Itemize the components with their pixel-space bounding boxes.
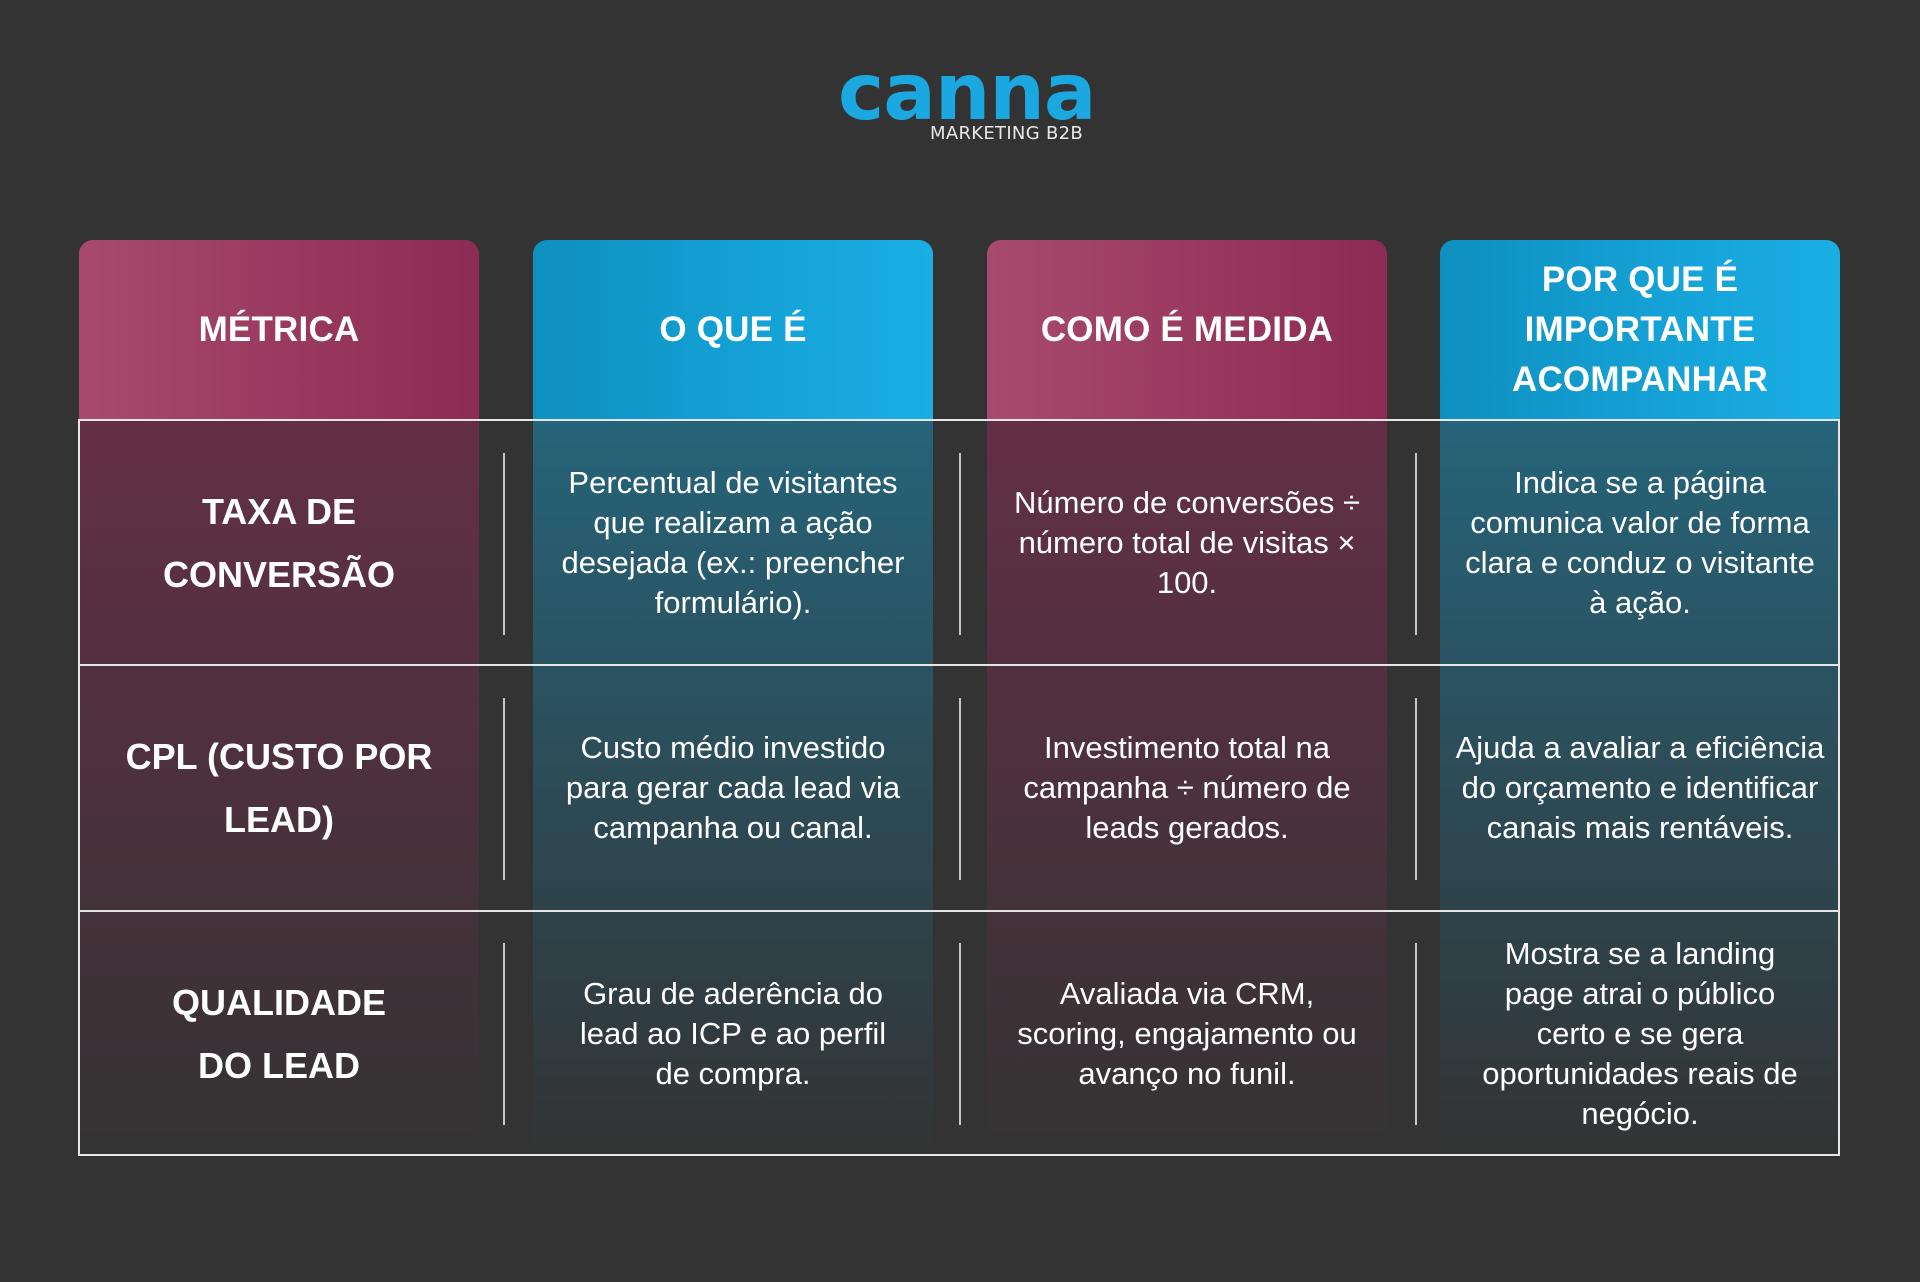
column-divider: [959, 698, 961, 880]
how-cell: Número de conversões ÷ número total de v…: [1013, 484, 1361, 600]
why-cell: Indica se a página comunica valor de for…: [1465, 464, 1815, 620]
column-divider: [1415, 943, 1417, 1125]
how-cell: Avaliada via CRM, scoring, engajamento o…: [1017, 975, 1357, 1091]
column-como-e-medida: COMO É MEDIDA: [987, 240, 1387, 1156]
column-divider: [959, 943, 961, 1125]
column-divider: [1415, 698, 1417, 880]
metric-cell: QUALIDADE DO LEAD: [172, 981, 386, 1086]
column-o-que-e: O QUE É: [533, 240, 933, 1156]
column-divider: [503, 698, 505, 880]
column-divider: [1415, 453, 1417, 635]
column-por-que-importante: POR QUE É IMPORTANTE ACOMPANHAR: [1440, 240, 1840, 1156]
column-divider: [503, 453, 505, 635]
row-divider: [78, 664, 1840, 666]
what-cell: Custo médio investido para gerar cada le…: [565, 730, 901, 845]
row-divider: [78, 910, 1840, 912]
metric-cell: TAXA DE CONVERSÃO: [162, 490, 396, 595]
column-divider: [959, 453, 961, 635]
column-divider: [503, 943, 505, 1125]
header-como-e-medida: COMO É MEDIDA: [987, 240, 1387, 419]
column-metrica: MÉTRICA: [79, 240, 479, 1156]
logo-tagline: MARKETING B2B: [930, 123, 1084, 144]
why-cell: Ajuda a avaliar a eficiência do orçament…: [1455, 730, 1825, 845]
header-por-que-importante: POR QUE É IMPORTANTE ACOMPANHAR: [1440, 240, 1840, 419]
what-cell: Grau de aderência do lead ao ICP e ao pe…: [579, 975, 887, 1091]
header-o-que-e: O QUE É: [533, 240, 933, 419]
how-cell: Investimento total na campanha ÷ número …: [1023, 730, 1351, 845]
what-cell: Percentual de visitantes que realizam a …: [561, 464, 905, 620]
metric-cell: CPL (CUSTO POR LEAD): [125, 736, 433, 840]
logo-wordmark: canna: [838, 48, 1097, 138]
why-cell: Mostra se a landing page atrai o público…: [1482, 935, 1798, 1131]
header-metrica: MÉTRICA: [79, 240, 479, 419]
table-border: [78, 419, 1840, 1156]
